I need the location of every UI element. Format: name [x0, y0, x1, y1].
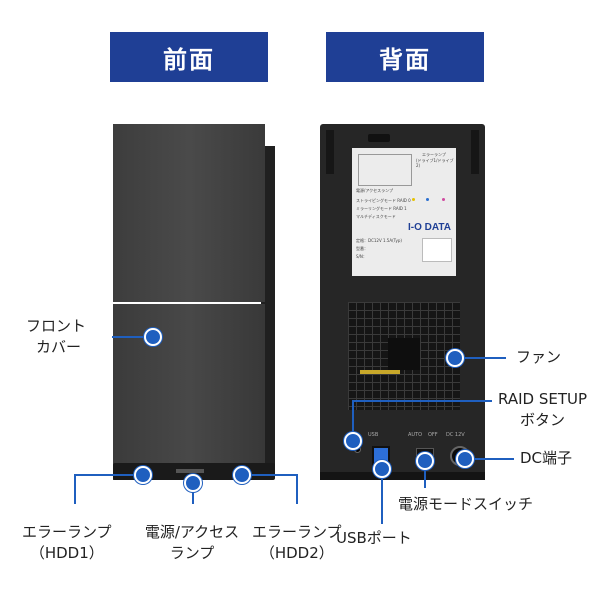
- sticker-model: 型番：: [356, 246, 368, 251]
- sticker-mode-2: ミラーリングモード RAID 1: [356, 206, 407, 211]
- sticker-brand: I-O DATA: [408, 222, 451, 233]
- rear-dc-text: DC 12V: [446, 432, 465, 438]
- front-cover-leader: [112, 336, 152, 338]
- front-cover-label-line1: フロント: [26, 317, 87, 335]
- fan-label: ファン: [516, 348, 562, 366]
- error-lamp-2-leader-v: [296, 474, 298, 504]
- power-access-leader: [192, 482, 194, 504]
- sticker-mode-1: ストライピングモード RAID 0: [356, 198, 411, 203]
- error-lamp-2-label-line1: エラーランプ: [252, 523, 342, 541]
- dc-jack-label: DC端子: [520, 449, 573, 467]
- sticker-rating: 定格：DC12V 1.5A(Typ): [356, 238, 402, 243]
- front-base-slot: [176, 469, 204, 473]
- error-lamp-2-label: エラーランプ （HDD2）: [252, 522, 342, 564]
- sticker-top-diagram: [358, 154, 412, 186]
- front-device: [113, 124, 275, 480]
- error-lamp-1-label: エラーランプ （HDD1）: [22, 522, 112, 564]
- rear-off-text: OFF: [428, 432, 438, 438]
- front-cover-marker: [144, 328, 162, 346]
- usb-leader: [381, 468, 383, 524]
- front-cover-label-line2: カバー: [36, 338, 82, 356]
- usb-marker: [373, 460, 391, 478]
- back-base: [320, 472, 485, 480]
- error-lamp-2-label-line2: （HDD2）: [259, 544, 334, 562]
- sticker-error-lamp-title: エラーランプ: [422, 152, 446, 157]
- fan-hub: [388, 338, 420, 370]
- power-access-label-line1: 電源/アクセス: [144, 523, 240, 541]
- sticker-serial: S/N：: [356, 254, 367, 259]
- fan-grille: [348, 302, 460, 410]
- raid-setup-label-line1: RAID SETUP: [498, 390, 588, 408]
- sticker-power-access-title: 電源/アクセスランプ: [356, 188, 394, 193]
- back-header: 背面: [326, 32, 484, 82]
- dc-jack-leader: [462, 458, 514, 460]
- usb-port-label: USBポート: [336, 529, 412, 547]
- back-top-latch: [368, 134, 390, 142]
- sticker-mode-3: マルチディスクモード: [356, 214, 396, 219]
- raid-setup-leader-v: [352, 400, 354, 438]
- front-cover-label: フロント カバー: [26, 316, 86, 358]
- error-lamp-2-leader-h: [240, 474, 298, 476]
- error-lamp-1-leader-v: [74, 474, 76, 504]
- back-top-tab-right: [471, 130, 479, 174]
- error-lamp-1-label-line1: エラーランプ: [22, 523, 112, 541]
- sticker-led-blue: [426, 198, 429, 201]
- dc-jack-marker: [456, 450, 474, 468]
- power-access-marker: [184, 474, 202, 492]
- raid-setup-marker: [344, 432, 362, 450]
- front-header: 前面: [110, 32, 268, 82]
- back-device: エラーランプ (ドライブ1/ドライブ2) 電源/アクセスランプ ストライピングモ…: [320, 124, 485, 480]
- front-cover-lower: [113, 304, 265, 480]
- back-top-tab-left: [326, 130, 334, 174]
- sticker-led-yellow: [412, 198, 415, 201]
- sticker-barcode: [422, 238, 452, 262]
- power-mode-switch-label: 電源モードスイッチ: [398, 495, 534, 513]
- sticker-led-pink: [442, 198, 445, 201]
- raid-setup-label-line2: ボタン: [520, 411, 566, 429]
- power-switch-marker: [416, 452, 434, 470]
- fan-marker: [446, 349, 464, 367]
- front-cover-upper: [113, 124, 265, 302]
- error-lamp-1-leader-h: [74, 474, 142, 476]
- fan-wire: [360, 370, 400, 374]
- power-access-label-line2: ランプ: [169, 544, 215, 562]
- power-switch-leader: [424, 462, 426, 488]
- fan-leader: [456, 357, 506, 359]
- error-lamp-1-label-line2: （HDD1）: [29, 544, 104, 562]
- rear-label-sticker: エラーランプ (ドライブ1/ドライブ2) 電源/アクセスランプ ストライピングモ…: [352, 148, 456, 276]
- raid-setup-label: RAID SETUP ボタン: [498, 389, 587, 431]
- error-lamp-1-marker: [134, 466, 152, 484]
- error-lamp-2-marker: [233, 466, 251, 484]
- power-access-label: 電源/アクセス ランプ: [136, 522, 248, 564]
- rear-auto-text: AUTO: [408, 432, 423, 438]
- rear-usb-text: USB: [368, 432, 379, 438]
- raid-setup-leader-h: [352, 400, 492, 402]
- sticker-drive-row: (ドライブ1/ドライブ2): [416, 158, 454, 168]
